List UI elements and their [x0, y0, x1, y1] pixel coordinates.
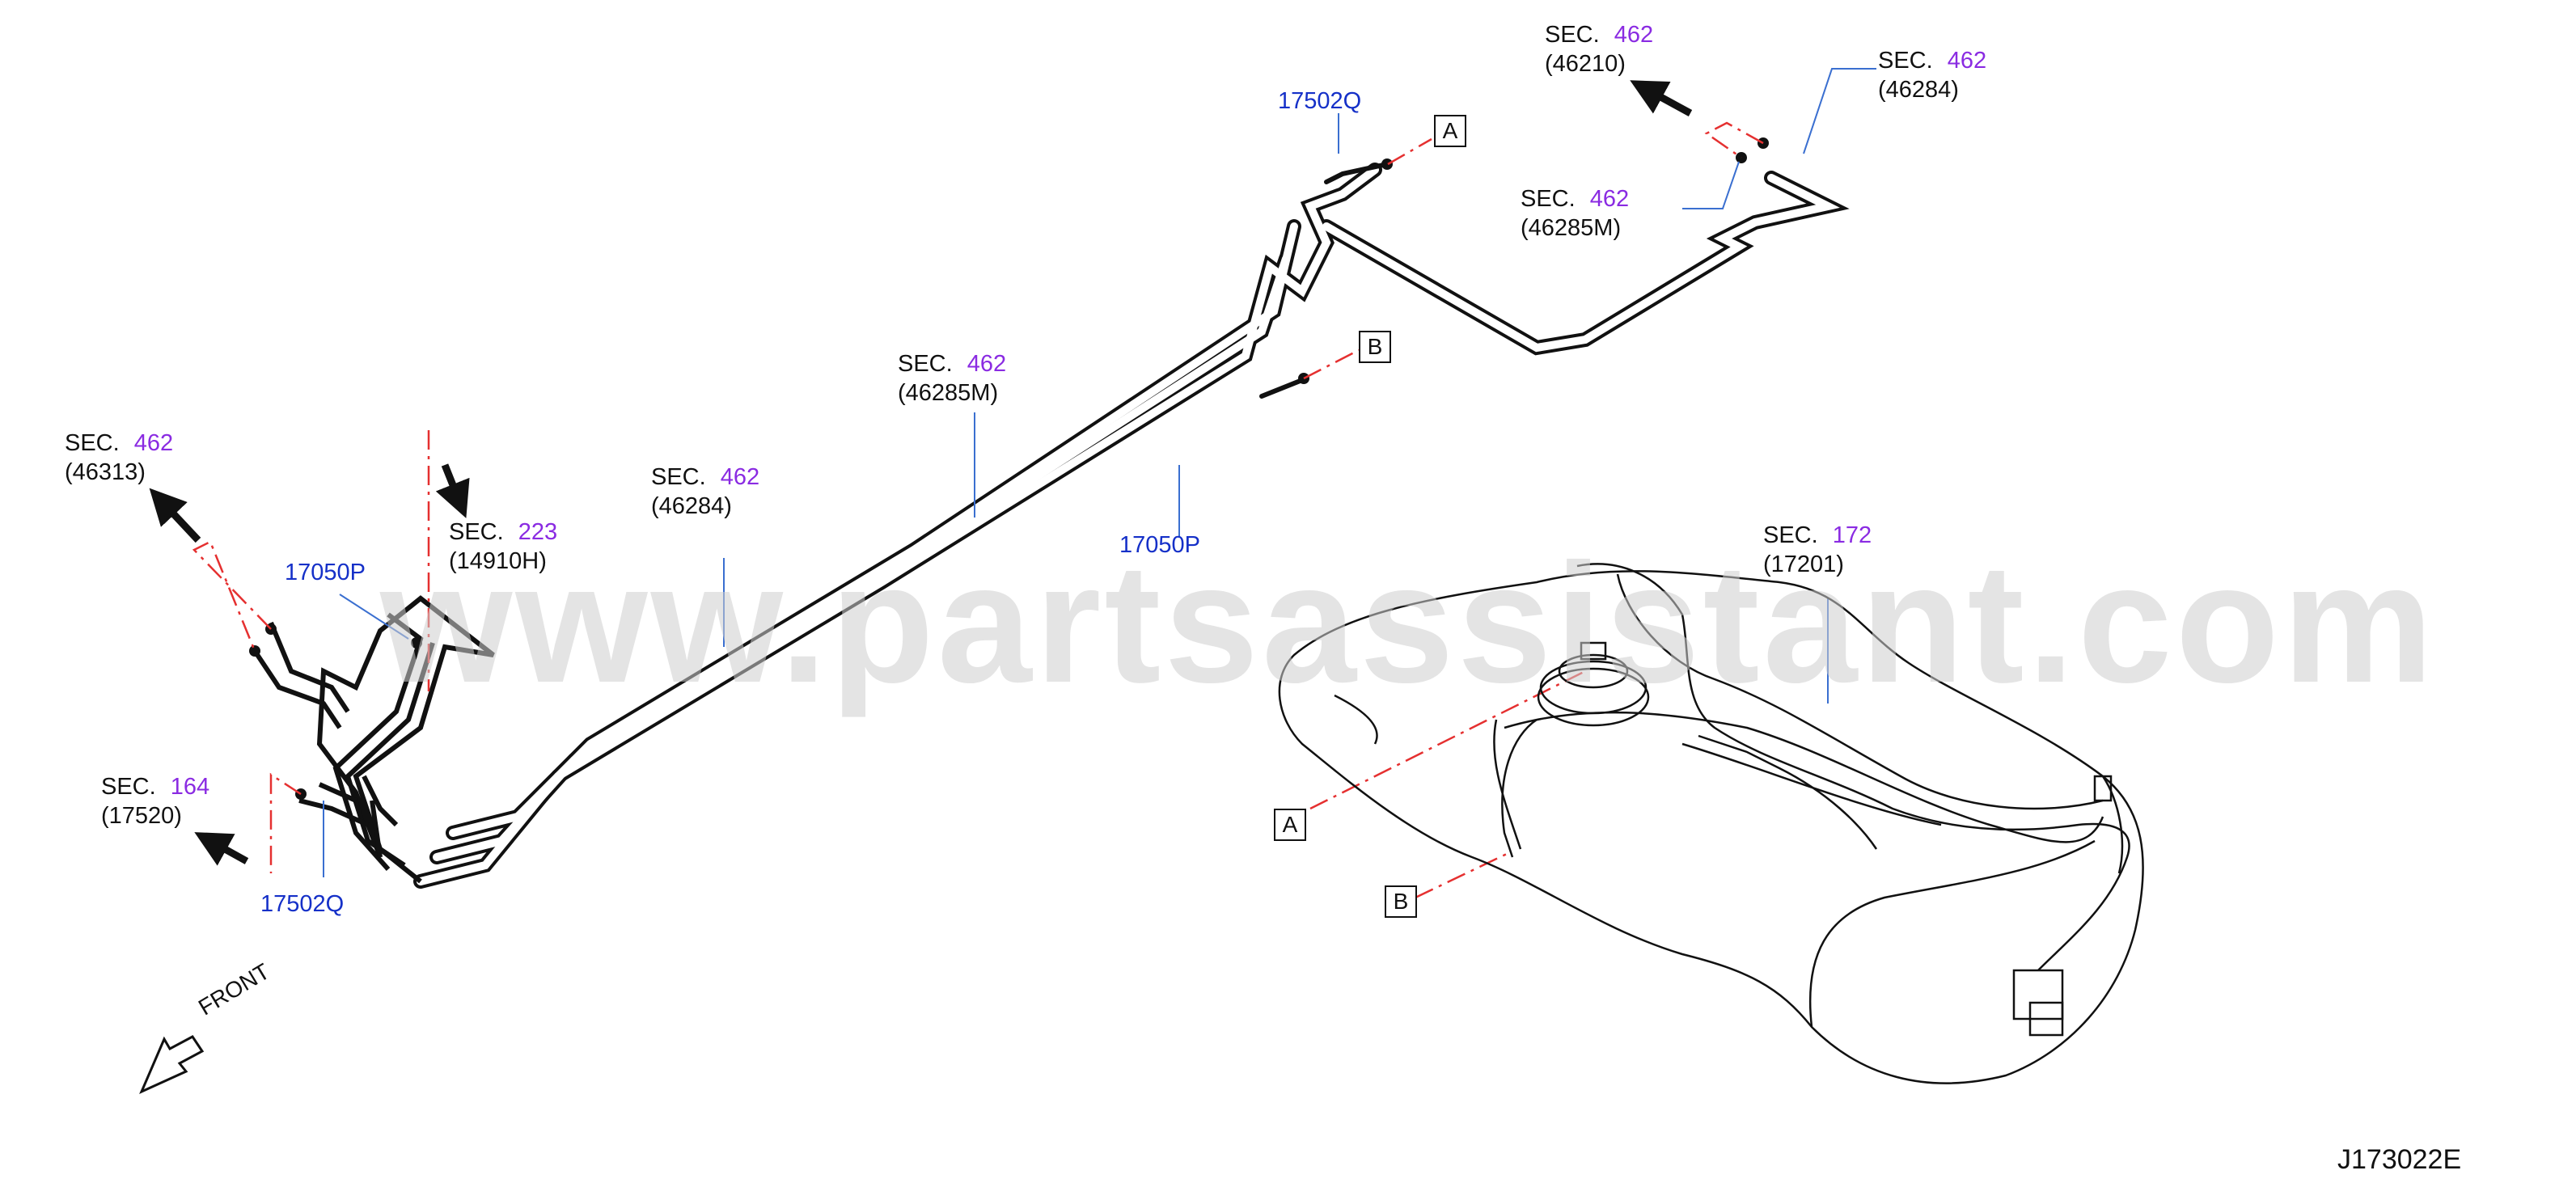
- ref-box-b-tank[interactable]: B: [1385, 885, 1417, 918]
- part-17502q-top[interactable]: 17502Q: [1278, 88, 1362, 114]
- sec-code: (46284): [1878, 77, 1959, 103]
- sec-code: (14910H): [449, 548, 547, 574]
- sec-prefix: SEC.: [651, 464, 706, 490]
- sec-prefix: SEC.: [1521, 186, 1576, 212]
- watermark: www.partsassistant.com: [380, 528, 2437, 718]
- sec-46210-label[interactable]: SEC. 462 (46210): [1545, 20, 1653, 78]
- sec-number: 462: [1589, 186, 1630, 212]
- part-17050p-mid[interactable]: 17050P: [1119, 532, 1200, 558]
- sec-prefix: SEC.: [1878, 48, 1933, 74]
- sec-number: 462: [720, 464, 760, 490]
- sec-number: 172: [1832, 522, 1872, 548]
- part-17502q-bottom[interactable]: 17502Q: [260, 891, 345, 917]
- sec-code: (17201): [1763, 551, 1844, 577]
- part-17050p-left[interactable]: 17050P: [285, 560, 366, 585]
- sec-code: (46285M): [1521, 215, 1622, 241]
- left-tube-cluster: [252, 595, 495, 884]
- sec-number: 462: [1947, 48, 1987, 74]
- sec-prefix: SEC.: [65, 430, 120, 456]
- leader-lines: [323, 68, 1876, 877]
- direction-arrows: [149, 80, 1693, 866]
- sec-46285m-mid-label[interactable]: SEC. 462 (46285M): [898, 349, 1006, 408]
- sec-code: (46284): [651, 493, 732, 519]
- sec-number: 223: [518, 519, 558, 545]
- sec-prefix: SEC.: [101, 774, 156, 800]
- sec-46284-top-label[interactable]: SEC. 462 (46284): [1878, 46, 1986, 104]
- front-arrow: [139, 1035, 205, 1094]
- sec-number: 462: [1614, 22, 1654, 48]
- sec-46285m-top-label[interactable]: SEC. 462 (46285M): [1521, 184, 1629, 243]
- sec-prefix: SEC.: [1763, 522, 1818, 548]
- sec-code: (17520): [101, 803, 182, 829]
- sec-46284-mid-label[interactable]: SEC. 462 (46284): [651, 463, 759, 521]
- sec-prefix: SEC.: [898, 351, 953, 377]
- sec-code: (46313): [65, 459, 146, 485]
- fuel-tube-bundle: [413, 162, 1850, 889]
- ref-box-b-top[interactable]: B: [1359, 331, 1391, 363]
- sec-17201-label[interactable]: SEC. 172 (17201): [1763, 521, 1872, 579]
- sec-14910h-label[interactable]: SEC. 223 (14910H): [449, 518, 557, 576]
- sec-46313-label[interactable]: SEC. 462 (46313): [65, 429, 173, 487]
- drawing-code: J173022E: [2337, 1144, 2462, 1175]
- sec-prefix: SEC.: [449, 519, 504, 545]
- ref-box-a-tank[interactable]: A: [1274, 809, 1306, 841]
- sec-number: 164: [170, 774, 210, 800]
- sec-number: 462: [133, 430, 174, 456]
- sec-number: 462: [967, 351, 1007, 377]
- fuel-tank: [1278, 563, 2144, 1084]
- ref-box-a-top[interactable]: A: [1434, 115, 1466, 147]
- sec-prefix: SEC.: [1545, 22, 1600, 48]
- sec-code: (46210): [1545, 51, 1626, 77]
- sec-code: (46285M): [898, 380, 999, 406]
- sec-17520-label[interactable]: SEC. 164 (17520): [101, 772, 209, 830]
